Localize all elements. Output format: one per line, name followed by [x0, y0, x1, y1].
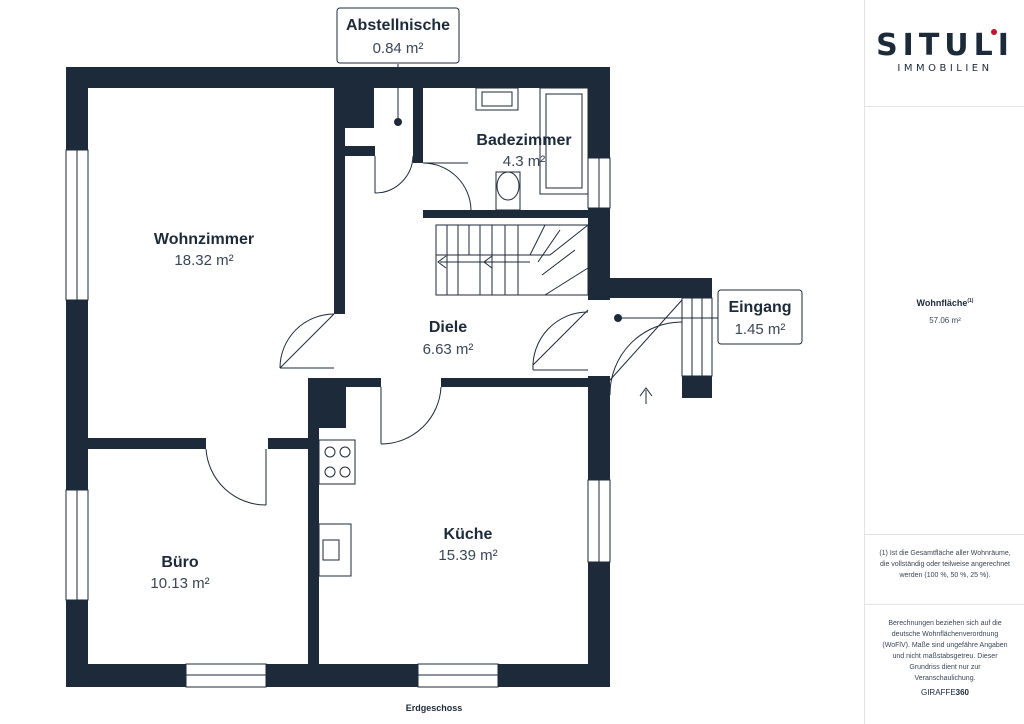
total-area-value: 57.06 m²	[929, 316, 961, 325]
callout-name-abstellnische: Abstellnische	[346, 17, 450, 34]
fixtures	[318, 87, 653, 577]
room-area-buero: 10.13 m²	[150, 575, 209, 592]
giraffe360-brand: GIRAFFE360	[920, 688, 970, 697]
room-area-badezimmer: 4.3 m²	[503, 153, 546, 170]
kitchen-sink	[318, 523, 352, 577]
sidebar-divider	[865, 604, 1024, 605]
room-area-wohnzimmer: 18.32 m²	[174, 252, 233, 269]
callout-area-abstellnische: 0.84 m²	[373, 40, 424, 57]
floor-plan: Abstellnische 0.84 m² Eingang 1.45 m² Wo…	[65, 7, 803, 713]
disclaimer-text: Berechnungen beziehen sich auf die deuts…	[882, 620, 1008, 682]
sidebar-divider	[865, 534, 1024, 535]
callout-area-eingang: 1.45 m²	[735, 321, 786, 338]
callout-box-eingang	[717, 289, 803, 345]
room-name-kueche: Küche	[444, 526, 493, 543]
callout-box-abstellnische	[336, 7, 460, 64]
bath-sink	[475, 87, 519, 111]
brand-logo: SITULI IMMOBILIEN	[865, 28, 1024, 74]
logo-dot-icon	[991, 29, 997, 35]
total-area-label: Wohnfläche(1)	[916, 298, 974, 308]
logo-main-text: SITULI	[876, 28, 1014, 63]
room-name-badezimmer: Badezimmer	[476, 132, 571, 149]
logo-sub-text: IMMOBILIEN	[897, 63, 993, 74]
total-area: Wohnfläche(1) 57.06 m²	[865, 298, 1024, 325]
doors	[205, 155, 683, 506]
room-name-diele: Diele	[429, 319, 467, 336]
room-name-buero: Büro	[161, 554, 199, 571]
floor-label: Erdgeschoss	[406, 703, 463, 713]
room-area-kueche: 15.39 m²	[438, 547, 497, 564]
room-name-wohnzimmer: Wohnzimmer	[154, 231, 254, 248]
room-area-diele: 6.63 m²	[423, 341, 474, 358]
footnote-text: (1) Ist die Gesamtfläche aller Wohnräume…	[879, 550, 1011, 579]
sidebar-divider	[865, 106, 1024, 107]
window-eingang	[681, 297, 713, 377]
bathtub	[539, 87, 589, 195]
walls	[66, 67, 712, 687]
total-area-footnote: (1)	[967, 298, 974, 304]
windows	[65, 149, 713, 688]
callout-leaders	[394, 64, 718, 322]
sidebar: SITULI IMMOBILIEN Wohnfläche(1) 57.06 m²…	[864, 0, 1024, 724]
staircase	[435, 224, 589, 296]
callout-name-eingang: Eingang	[728, 299, 791, 316]
cooktop	[318, 439, 356, 485]
